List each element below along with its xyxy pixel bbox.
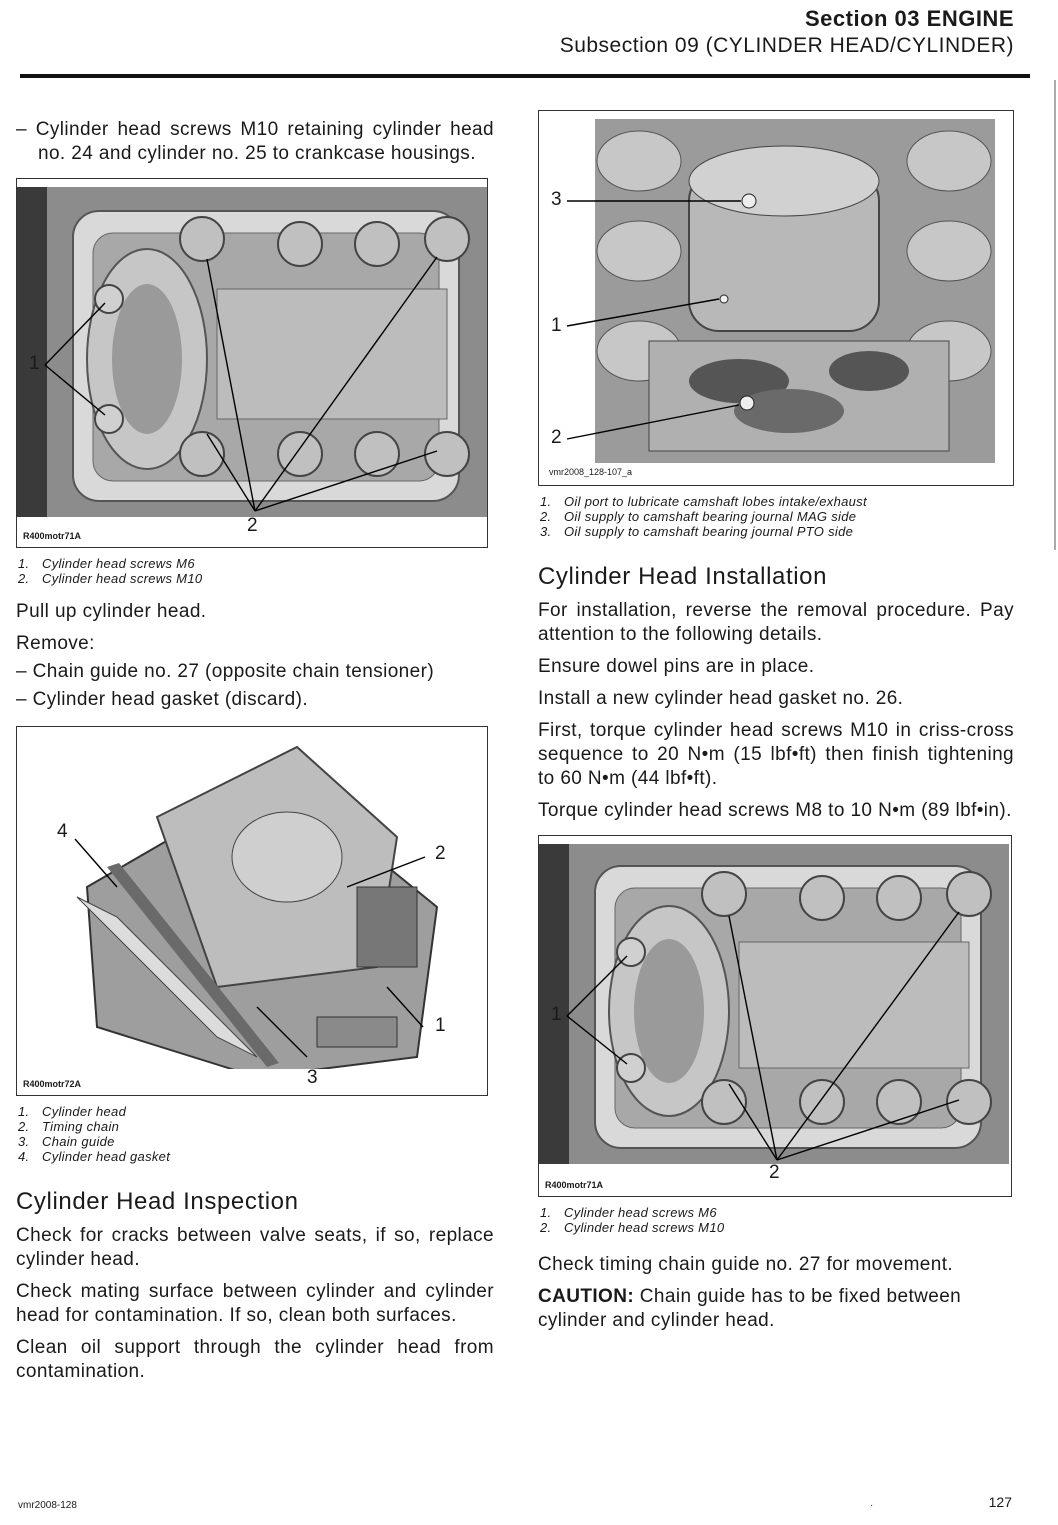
figure-code: R400motr72A xyxy=(23,1079,82,1089)
caution-label: CAUTION: xyxy=(538,1286,635,1307)
callout-2: 2 xyxy=(551,427,562,448)
legend-item: 2.Cylinder head screws M10 xyxy=(540,1220,725,1235)
cylinder-head-top-illustration xyxy=(539,844,1011,1196)
caution-note: CAUTION: Chain guide has to be fixed bet… xyxy=(538,1285,1014,1333)
footer-doc-id: vmr2008-128 xyxy=(18,1500,77,1511)
inspection-p2: Check mating surface between cylinder an… xyxy=(16,1281,494,1326)
figure-code: R400motr71A xyxy=(545,1180,604,1190)
figure-cylinder-head-screws: 1 2 R400motr71A xyxy=(16,178,488,548)
section-title: Section 03 ENGINE xyxy=(804,6,1014,31)
installation-heading: Cylinder Head Installation xyxy=(538,563,828,590)
legend-item: 2.Oil supply to camshaft bearing journal… xyxy=(540,509,857,524)
legend-item: 1.Cylinder head screws M6 xyxy=(18,556,195,571)
remove-item: – Chain guide no. 27 (opposite chain ten… xyxy=(16,661,435,682)
installation-p3: Install a new cylinder head gasket no. 2… xyxy=(538,688,904,709)
cylinder-head-side-illustration xyxy=(17,745,487,1095)
legend-item: 1.Cylinder head screws M6 xyxy=(540,1205,717,1220)
cylinder-head-top-illustration xyxy=(17,187,487,547)
callout-1: 1 xyxy=(29,353,40,374)
installation-p5: Torque cylinder head screws M8 to 10 N•m… xyxy=(538,800,1012,821)
callout-2: 2 xyxy=(247,515,258,536)
figure-code: R400motr71A xyxy=(23,531,82,541)
legend-item: 1.Oil port to lubricate camshaft lobes i… xyxy=(540,494,867,509)
page-number: 127 xyxy=(988,1494,1012,1510)
intro-text: – Cylinder head screws M10 retaining cyl… xyxy=(16,119,494,164)
check-text: Check timing chain guide no. 27 for move… xyxy=(538,1254,954,1275)
callout-3: 3 xyxy=(551,189,562,210)
callout-2: 2 xyxy=(435,843,446,864)
subsection-title: Subsection 09 (CYLINDER HEAD/CYLINDER) xyxy=(559,34,1014,57)
figure-oil-ports: 3 1 2 vmr2008_128-107_a xyxy=(538,110,1014,486)
callout-1: 1 xyxy=(551,1004,562,1025)
left-column: – Cylinder head screws M10 retaining cyl… xyxy=(16,118,494,1392)
callout-3: 3 xyxy=(307,1067,318,1088)
figure-legend: 1.Oil port to lubricate camshaft lobes i… xyxy=(540,494,1014,539)
legend-item: 4.Cylinder head gasket xyxy=(18,1149,171,1164)
legend-item: 2.Cylinder head screws M10 xyxy=(18,571,203,586)
right-column: 3 1 2 vmr2008_128-107_a 1.Oil port to lu… xyxy=(538,110,1014,1341)
installation-p4: First, torque cylinder head screws M10 i… xyxy=(538,720,1014,789)
figure-legend: 1.Cylinder head screws M6 2.Cylinder hea… xyxy=(18,556,494,586)
figure-cylinder-head-screws-2: 1 2 R400motr71A xyxy=(538,835,1012,1197)
figure-code: vmr2008_128-107_a xyxy=(549,467,633,477)
figure-cylinder-head-side: 4 2 1 3 R400motr72A xyxy=(16,726,488,1096)
legend-item: 2.Timing chain xyxy=(18,1119,120,1134)
legend-item: 3.Oil supply to camshaft bearing journal… xyxy=(540,524,854,539)
installation-p1: For installation, reverse the removal pr… xyxy=(538,600,1014,645)
pull-text: Pull up cylinder head. xyxy=(16,601,207,622)
callout-4: 4 xyxy=(57,821,68,842)
callout-1: 1 xyxy=(551,315,562,336)
callout-2: 2 xyxy=(769,1162,780,1183)
legend-item: 3.Chain guide xyxy=(18,1134,115,1149)
figure-legend: 1.Cylinder head screws M6 2.Cylinder hea… xyxy=(540,1205,1014,1235)
oil-ports-illustration xyxy=(539,119,1013,485)
legend-item: 1.Cylinder head xyxy=(18,1104,127,1119)
page-edge-shadow xyxy=(1054,80,1056,550)
inspection-p1: Check for cracks between valve seats, if… xyxy=(16,1225,494,1270)
remove-item: – Cylinder head gasket (discard). xyxy=(16,689,309,710)
header-rule xyxy=(20,74,1030,78)
caution-text: Chain guide has to be fixed between cyli… xyxy=(538,1286,962,1331)
installation-p2: Ensure dowel pins are in place. xyxy=(538,656,815,677)
inspection-heading: Cylinder Head Inspection xyxy=(16,1188,299,1215)
figure-legend: 1.Cylinder head 2.Timing chain 3.Chain g… xyxy=(18,1104,494,1164)
remove-text: Remove: xyxy=(16,633,95,654)
inspection-p3: Clean oil support through the cylinder h… xyxy=(16,1337,494,1382)
footer-mark: · xyxy=(870,1500,874,1511)
callout-1: 1 xyxy=(435,1015,446,1036)
